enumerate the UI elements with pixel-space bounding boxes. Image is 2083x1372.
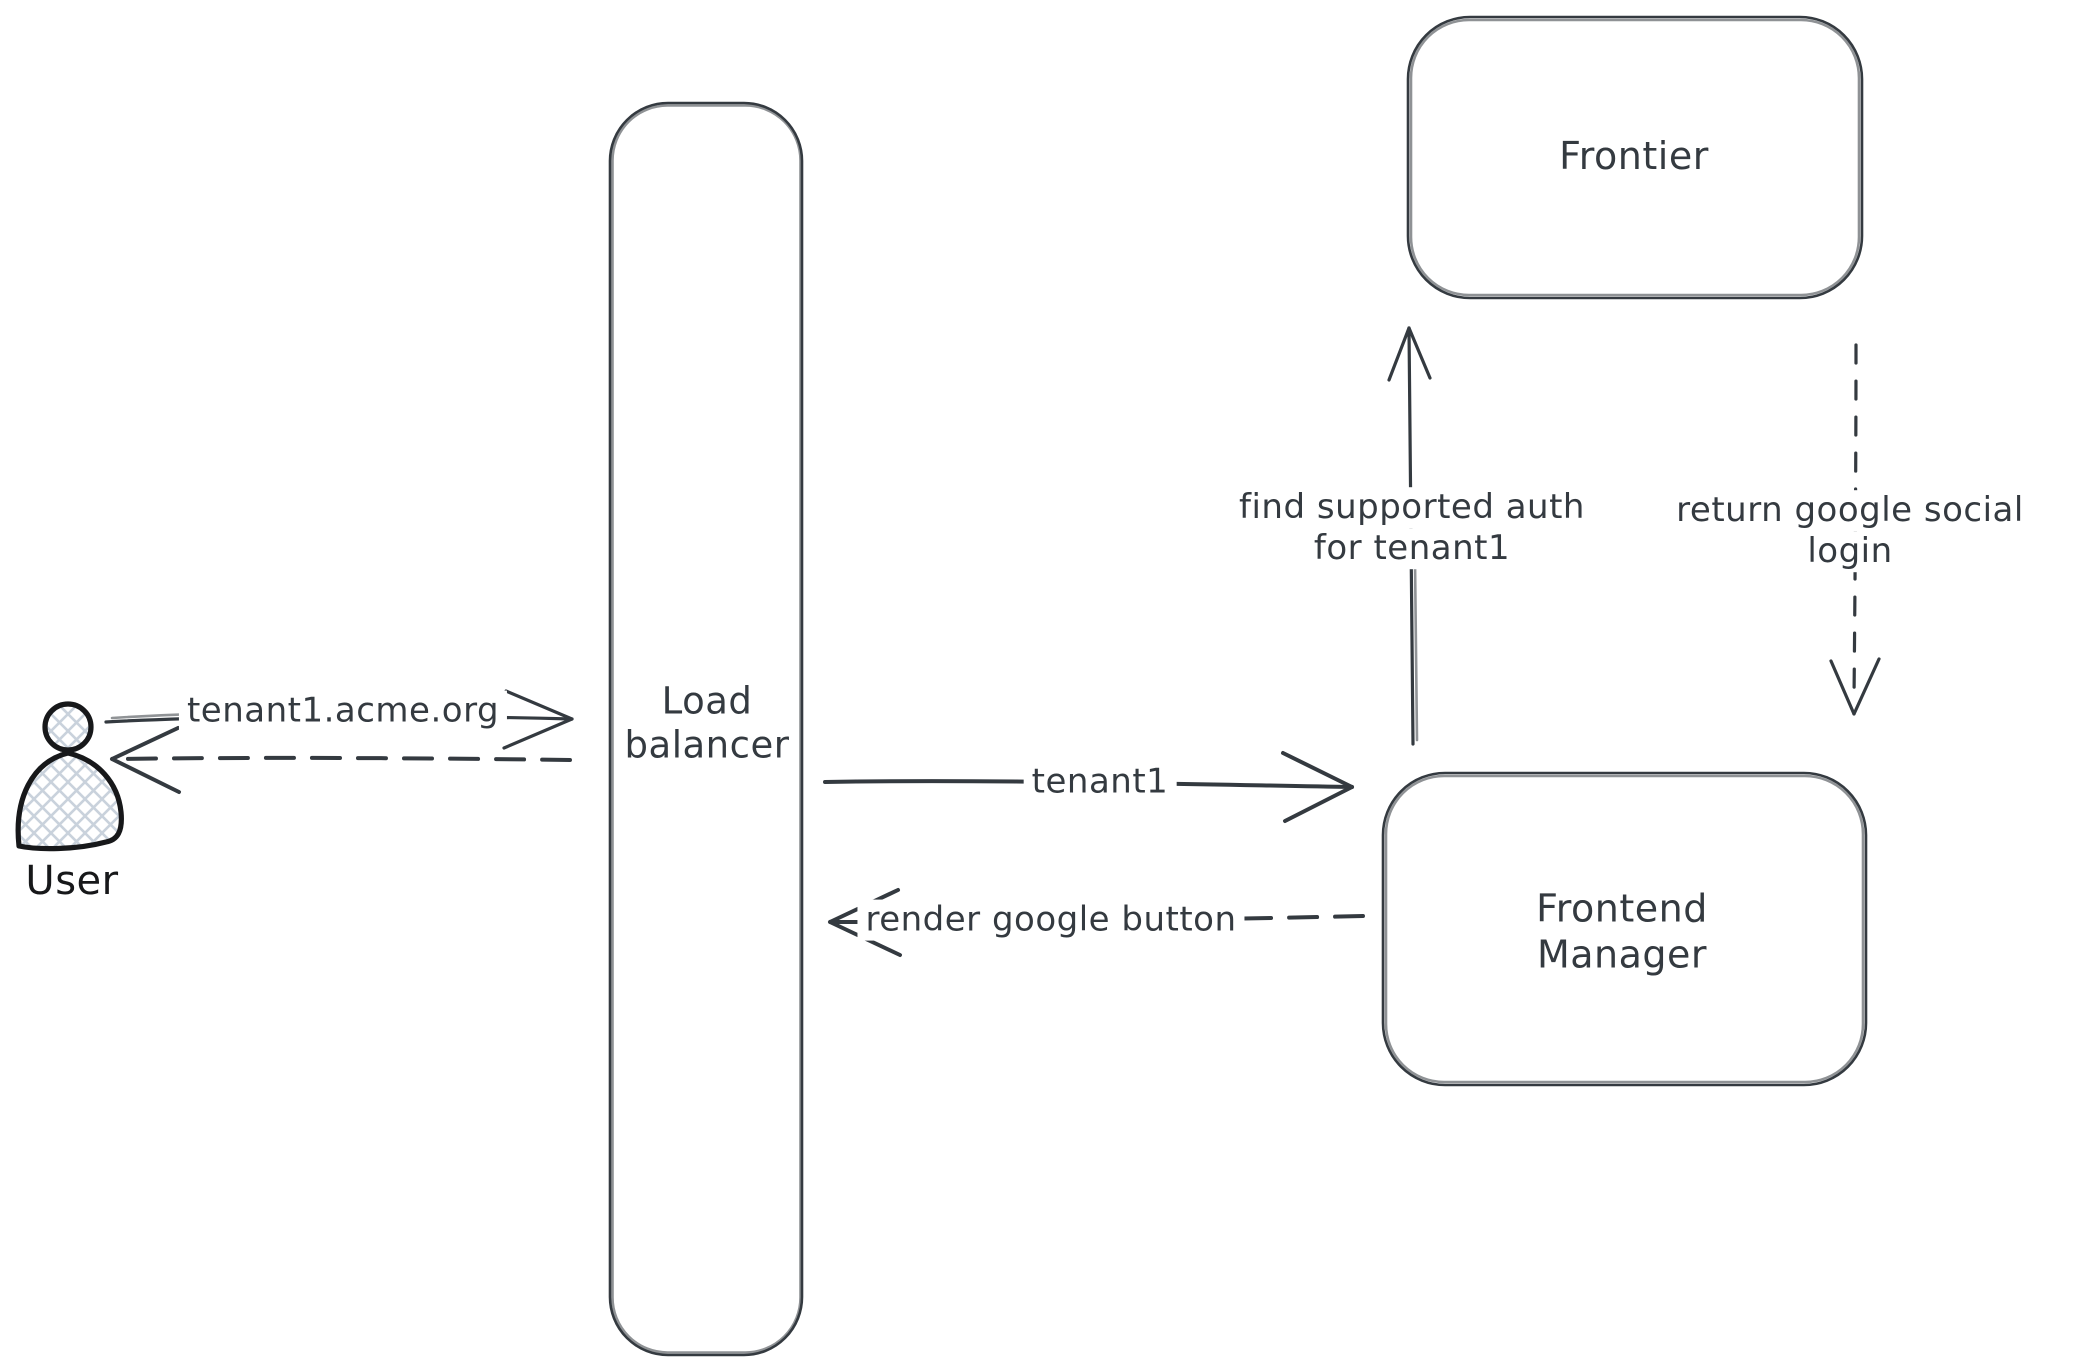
arrow-render-google-button-line bbox=[834, 914, 1365, 924]
user-actor-icon bbox=[15, 701, 124, 852]
frontend-manager-label: Frontend Manager bbox=[1536, 886, 1708, 977]
edge-label-tenant1-acme-org: tenant1.acme.org bbox=[178, 690, 508, 732]
user-body bbox=[15, 750, 124, 852]
frontend-manager-node bbox=[1381, 771, 1868, 1087]
user-label: User bbox=[25, 858, 119, 904]
load-balancer-label-line1: Load bbox=[661, 679, 753, 723]
arrow-return-google-social-login-head bbox=[1829, 657, 1881, 716]
frontend-manager-label-line1: Frontend bbox=[1536, 886, 1708, 931]
user-head bbox=[42, 701, 94, 753]
frontier-label: Frontier bbox=[1559, 134, 1709, 179]
load-balancer-label-line2: balancer bbox=[624, 724, 790, 767]
arrow-tenant1-head bbox=[1281, 751, 1354, 823]
arrow-tenant1-acme-org-head bbox=[502, 689, 574, 750]
edge-label-return-google-social-login: return google social login bbox=[1668, 490, 2032, 572]
load-balancer-node bbox=[608, 101, 804, 1357]
edge-label-find-supported-auth: find supported auth for tenant1 bbox=[1231, 487, 1593, 569]
arrow-response-to-user-line bbox=[116, 755, 572, 762]
frontier-node bbox=[1406, 15, 1864, 300]
edge-label-tenant1: tenant1 bbox=[1023, 761, 1177, 803]
arrow-find-supported-auth-head bbox=[1387, 326, 1432, 382]
frontend-manager-label-line2: Manager bbox=[1536, 932, 1708, 976]
arrow-response-to-user bbox=[110, 726, 572, 794]
arrow-response-to-user-head bbox=[110, 726, 181, 794]
load-balancer-label: Load balancer bbox=[625, 680, 790, 769]
edge-label-render-google-button: render google button bbox=[857, 899, 1245, 941]
